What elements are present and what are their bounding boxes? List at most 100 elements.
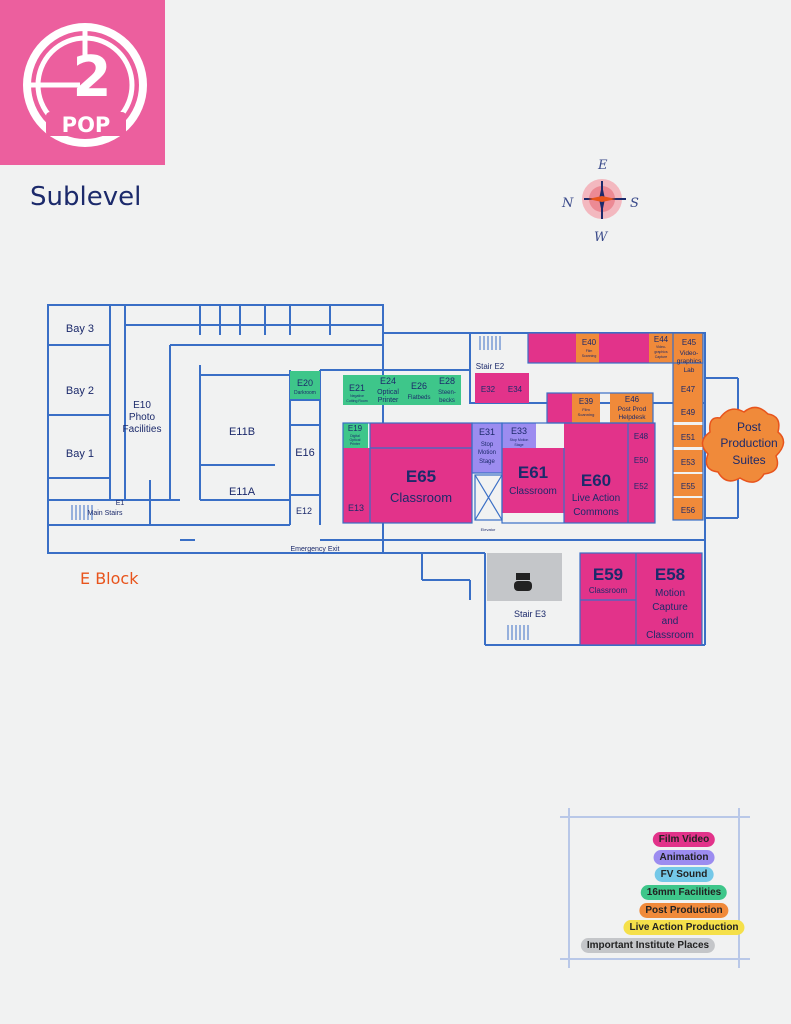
post-production-suites-line2: Production (720, 436, 777, 450)
post-production-suites-line1: Post (737, 420, 762, 434)
room-e12-label: E12 (296, 506, 312, 516)
room-e61-name: Classroom (509, 486, 557, 497)
room-e65-number: E65 (406, 467, 436, 486)
room-e31-number: E31 (479, 427, 495, 437)
room-e60-name-line2: Commons (573, 507, 619, 518)
room-e46-name-line2: Helpdesk (618, 414, 646, 421)
room-bay-2-label: Bay 2 (66, 385, 94, 397)
legend-post-production: Post Production (639, 903, 729, 918)
room-e33-name-line1: Stop Motion (510, 438, 529, 442)
room-e21-number: E21 (349, 383, 365, 393)
room-e31-name-line2: Motion (478, 450, 496, 456)
room-e31-name-line3: Stage (479, 459, 495, 465)
room-e65-name: Classroom (390, 490, 452, 505)
room-e31-name-line1: Stop (481, 442, 494, 448)
room-e40-name-line1: Film (586, 349, 593, 353)
room-e58-name-line1: Motion (655, 588, 685, 599)
room-e56-label: E56 (681, 506, 696, 515)
legend-live-action-production: Live Action Production (623, 920, 745, 935)
room-e19-name-line3: Printer (350, 442, 361, 446)
room-e44-name-line1: Video- (656, 345, 667, 349)
room-e39-number: E39 (579, 397, 594, 406)
logo-text: POP (62, 113, 111, 137)
room-e46-name-line1: Post Prod (618, 406, 647, 413)
room-e58-name-line2: Capture (652, 602, 688, 613)
room-e21-name-line2: Cutting Room (346, 399, 367, 403)
room-fills (290, 333, 703, 645)
room-e45-number: E45 (682, 338, 697, 347)
logo-number: 2 (73, 45, 112, 110)
room-e20-name: Darkroom (294, 390, 316, 396)
room-bay-3-label: Bay 3 (66, 323, 94, 335)
room-e10-name-line1: Photo (129, 412, 156, 423)
room-e47-label: E47 (681, 385, 696, 394)
room-e59-number: E59 (593, 565, 623, 584)
compass-north-label: N (561, 196, 574, 211)
room-e24-number: E24 (380, 376, 396, 386)
compass-south-label: S (630, 196, 639, 211)
level-title: Sublevel (30, 182, 142, 212)
room-bay-1-label: Bay 1 (66, 448, 94, 460)
legend-important-institute-places: Important Institute Places (580, 938, 716, 953)
room-e45-name-line3: Lab (684, 367, 695, 374)
elevator-label: Elevator (481, 527, 496, 532)
room-e60-number: E60 (581, 471, 611, 490)
post-production-suites-shape (701, 406, 785, 483)
room-e45-name-line2: graphics (677, 358, 702, 365)
legend-fv-sound: FV Sound (654, 867, 714, 882)
legend-16mm-facilities: 16mm Facilities (640, 885, 728, 900)
room-e10-name-line2: Facilities (123, 424, 162, 435)
post-production-suites-line3: Suites (732, 453, 765, 467)
room-e46-number: E46 (625, 395, 640, 404)
room-e26-number: E26 (411, 381, 427, 391)
emergency-exit-label: Emergency Exit (290, 546, 339, 553)
room-e50-label: E50 (634, 456, 649, 465)
legend-film-video: Film Video (652, 832, 716, 847)
room-e39-name-line1: Film (582, 407, 590, 412)
room-e28-number: E28 (439, 376, 455, 386)
room-e10-number: E10 (133, 400, 151, 411)
room-e19-name-line2: Optical (350, 438, 361, 442)
room-e52-label: E52 (634, 482, 649, 491)
stair-e3-label: Stair E3 (514, 609, 546, 619)
room-e1-number: E1 (116, 500, 125, 507)
room-e45-name-line1: Video- (680, 350, 699, 357)
room-e24-name-line1: Optical (377, 389, 399, 396)
room-e58-name-line4: Classroom (646, 630, 694, 641)
room-e20-number: E20 (297, 378, 313, 388)
room-e28-name-line2: becks (439, 398, 455, 404)
room-e58-name-line3: and (662, 616, 679, 627)
compass-west-label: W (594, 230, 609, 245)
room-e13-label: E13 (348, 503, 364, 513)
room-e19-name-line1: Digital (350, 434, 360, 438)
room-e61-number: E61 (518, 463, 548, 482)
room-e32-label: E32 (481, 385, 496, 394)
room-e44-name-line2: graphics (654, 350, 667, 354)
room-e44-name-line3: Capture (655, 355, 668, 359)
room-e26-name: Flatbeds (407, 395, 430, 401)
room-e39-name-line2: Scanning (578, 412, 595, 417)
room-e24-name-line2: Printer (378, 397, 399, 404)
room-e40-name-line2: Scanning (582, 354, 597, 358)
room-e40-number: E40 (582, 338, 597, 347)
room-e53-label: E53 (681, 458, 696, 467)
room-e33-number: E33 (511, 426, 527, 436)
room-e11a-label: E11A (229, 486, 256, 498)
room-e11b-label: E11B (229, 426, 255, 438)
room-e49-label: E49 (681, 408, 696, 417)
room-outlines (342, 332, 704, 646)
compass-east-label: E (597, 158, 608, 173)
room-e55-label: E55 (681, 482, 696, 491)
compass-rose-icon: E N S W (561, 158, 639, 245)
stair-icons (71, 336, 529, 640)
room-e58-number: E58 (655, 565, 685, 584)
restroom-icon (514, 573, 532, 591)
room-e1-name: Main Stairs (87, 510, 123, 517)
room-e33-name-line2: Stage (514, 443, 523, 447)
room-e60-name-line1: Live Action (572, 493, 620, 504)
room-e59-name: Classroom (589, 586, 628, 595)
room-e34-label: E34 (508, 385, 523, 394)
room-e51-label: E51 (681, 433, 696, 442)
room-e21-name-line1: Negative (350, 394, 364, 398)
